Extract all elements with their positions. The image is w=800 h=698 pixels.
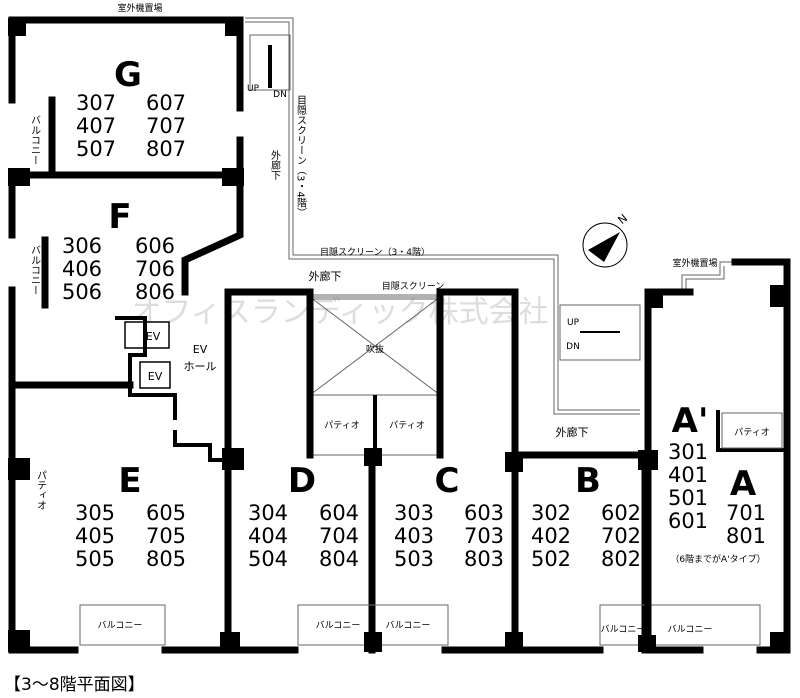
ext-corridor-label: 外廊下 <box>309 269 342 283</box>
screen-label: 目隠スクリーン <box>382 280 445 292</box>
a-type-note: （6階までがA'タイプ） <box>670 553 765 565</box>
room-number: 504 <box>248 547 288 571</box>
room-number: 407 <box>76 114 116 138</box>
balcony-label: バルコニー <box>29 115 41 165</box>
ev-hall-label: EV <box>193 343 208 356</box>
unit-e: E 305 605 405 705 505 805 <box>75 461 186 571</box>
room-number: 502 <box>531 547 571 571</box>
room-number: 702 <box>601 524 641 548</box>
room-number: 406 <box>62 257 102 281</box>
balcony-label: バルコニー <box>386 620 431 631</box>
room-number: 803 <box>464 547 504 571</box>
room-number: 303 <box>394 501 434 525</box>
room-number: 807 <box>146 137 186 161</box>
plan-caption: 【3〜8階平面図】 <box>4 675 145 695</box>
unit-name: B <box>575 461 601 501</box>
room-number: 405 <box>75 524 115 548</box>
room-number: 402 <box>531 524 571 548</box>
patio-label: パティオ <box>389 420 424 431</box>
room-number: 306 <box>62 234 102 258</box>
outdoor-unit-label: 室外機置場 <box>672 257 717 269</box>
stair-down-label: DN <box>566 342 580 352</box>
patio-label: パティオ <box>734 427 769 438</box>
room-number: 304 <box>248 501 288 525</box>
room-number: 806 <box>135 280 175 304</box>
room-number: 604 <box>319 501 359 525</box>
unit-a-prime: A' 301 401 501 601 <box>668 401 708 533</box>
room-number: 403 <box>394 524 434 548</box>
room-number: 802 <box>601 547 641 571</box>
elevator-label: EV <box>148 370 163 383</box>
room-number: 804 <box>319 547 359 571</box>
room-number: 506 <box>62 280 102 304</box>
room-number: 701 <box>726 501 766 525</box>
room-number: 707 <box>146 114 186 138</box>
room-number: 705 <box>146 524 186 548</box>
room-number: 605 <box>146 501 186 525</box>
privacy-screen <box>245 17 790 415</box>
room-number: 305 <box>75 501 115 525</box>
unit-g: G 307 607 407 707 507 807 <box>76 55 186 161</box>
unit-c: C 303 603 403 703 503 803 <box>394 461 504 571</box>
unit-d: D 304 604 404 704 504 804 <box>248 461 359 571</box>
room-number: 607 <box>146 91 186 115</box>
room-number: 505 <box>75 547 115 571</box>
room-number: 704 <box>319 524 359 548</box>
room-number: 601 <box>668 509 708 533</box>
room-number: 703 <box>464 524 504 548</box>
screen-label: 目隠スクリーン（3・4階） <box>295 95 307 218</box>
room-number: 606 <box>135 234 175 258</box>
unit-name: C <box>435 461 460 501</box>
elevator-label: EV <box>146 330 161 343</box>
unit-name: F <box>108 197 131 237</box>
room-number: 805 <box>146 547 186 571</box>
balcony-label: バルコニー <box>98 620 143 631</box>
unit-name: D <box>288 461 316 501</box>
compass: N <box>582 212 630 268</box>
room-number: 404 <box>248 524 288 548</box>
patio-label: パティオ <box>35 470 47 510</box>
unit-name: A' <box>672 401 709 441</box>
unit-f: F 306 606 406 706 506 806 <box>62 197 175 304</box>
room-number: 302 <box>531 501 571 525</box>
room-number: 706 <box>135 257 175 281</box>
room-number: 603 <box>464 501 504 525</box>
room-number: 507 <box>76 137 116 161</box>
balcony-label: バルコニー <box>316 620 361 631</box>
compass-north-label: N <box>615 212 630 227</box>
atrium-label: 吹抜 <box>366 343 384 355</box>
stair-up-label: UP <box>247 84 260 94</box>
unit-b: B 302 602 402 702 502 802 <box>531 461 641 571</box>
room-number: 307 <box>76 91 116 115</box>
watermark: オフィスランディック株式会社 <box>131 295 548 330</box>
patio-label: パティオ <box>324 420 359 431</box>
ev-hall-label: ホール <box>184 360 217 373</box>
balcony-label: バルコニー <box>601 624 646 635</box>
unit-name: A <box>730 464 757 504</box>
room-number: 301 <box>668 440 708 464</box>
stair-up-label: UP <box>567 318 580 328</box>
room-number: 602 <box>601 501 641 525</box>
screen-label: 目隠スクリーン（3・4階） <box>320 246 430 258</box>
room-number: 801 <box>726 524 766 548</box>
room-number: 501 <box>668 486 708 510</box>
balcony-label: バルコニー <box>29 245 41 295</box>
outdoor-unit-label: 室外機置場 <box>117 2 162 14</box>
ext-corridor-label: 外廊下 <box>556 425 589 439</box>
unit-name: E <box>118 461 141 501</box>
stair-down-label: DN <box>273 90 287 100</box>
room-number: 401 <box>668 463 708 487</box>
room-number: 503 <box>394 547 434 571</box>
ext-corridor-label: 外廊下 <box>269 150 281 181</box>
unit-name: G <box>114 55 142 95</box>
unit-a: A 701 801 （6階までがA'タイプ） <box>670 464 766 565</box>
columns <box>8 18 788 652</box>
balcony-label: バルコニー <box>668 624 713 635</box>
